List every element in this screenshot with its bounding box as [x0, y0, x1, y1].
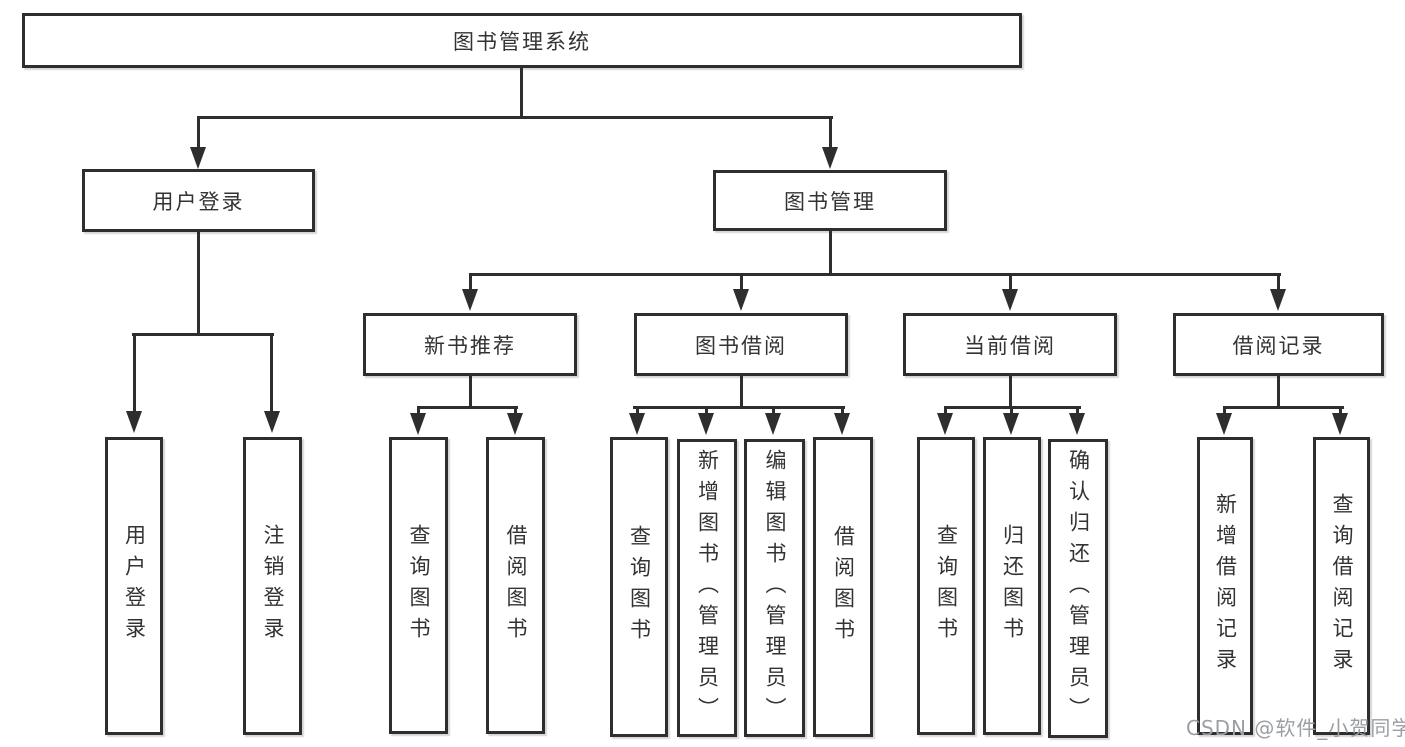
leaf-borrow-add-books-admin-label: 新增图书（管理员） — [695, 448, 720, 728]
arrowhead — [126, 411, 142, 433]
leaf-borrow-edit-books-admin-label: 编辑图书（管理员） — [763, 448, 787, 728]
connector-borrow-stem — [740, 376, 743, 408]
leaf-records-add-record: 新增借阅记录 — [1197, 437, 1253, 735]
arrowhead — [1216, 413, 1232, 435]
connector-login-horizontal — [132, 333, 274, 336]
arrowhead — [834, 413, 850, 435]
connector-recommend-stem — [469, 376, 472, 408]
node-current-borrowing-label: 当前借阅 — [964, 333, 1056, 358]
connector-leaf-stem — [841, 406, 844, 416]
node-borrowing-records-label: 借阅记录 — [1232, 333, 1325, 358]
node-book-management-label: 图书管理 — [784, 189, 876, 214]
node-user-login: 用户登录 — [82, 169, 315, 232]
leaf-current-return-books-label: 归还图书 — [1000, 524, 1025, 648]
connector-leaf-stem — [1223, 406, 1226, 416]
arrowhead — [410, 413, 426, 435]
arrowhead — [698, 413, 714, 435]
arrowhead — [190, 147, 206, 169]
leaf-recommend-query-books: 查询图书 — [389, 437, 448, 734]
connector-level3-stem — [1009, 273, 1012, 291]
connector-leaf-stem — [514, 406, 517, 416]
leaf-current-confirm-return-admin-label: 确认归还（管理员） — [1066, 449, 1091, 728]
arrowhead — [822, 147, 838, 169]
leaf-records-query-record-label: 查询借阅记录 — [1330, 493, 1354, 679]
node-root-label: 图书管理系统 — [453, 29, 591, 54]
arrowhead — [1003, 413, 1019, 435]
connector-records-stem — [1277, 376, 1280, 408]
leaf-borrow-edit-books-admin: 编辑图书（管理员） — [744, 439, 805, 737]
connector-level3-stem — [740, 273, 743, 291]
connector-level3-stem — [469, 273, 472, 291]
connector-root-stem — [520, 68, 523, 118]
connector-leaf-stem — [772, 406, 775, 416]
leaf-recommend-borrow-books-label: 借阅图书 — [504, 523, 528, 648]
node-user-login-label: 用户登录 — [152, 189, 245, 214]
leaf-user-login-label: 用户登录 — [122, 524, 147, 648]
arrowhead — [1002, 289, 1018, 311]
node-book-management: 图书管理 — [713, 170, 947, 231]
leaf-recommend-borrow-books: 借阅图书 — [486, 437, 545, 734]
node-current-borrowing: 当前借阅 — [903, 313, 1117, 376]
leaf-current-confirm-return-admin: 确认归还（管理员） — [1048, 439, 1108, 738]
node-root: 图书管理系统 — [22, 13, 1022, 68]
connector-leaf-stem — [1076, 406, 1079, 416]
connector-management-stem — [829, 231, 832, 275]
leaf-logout-label: 注销登录 — [261, 524, 285, 648]
node-new-book-recommendation-label: 新书推荐 — [424, 333, 516, 358]
leaf-current-query-books-label: 查询图书 — [934, 524, 959, 648]
arrowhead — [1270, 289, 1286, 311]
connector-level2-stem-right — [829, 116, 832, 150]
leaf-borrow-query-books: 查询图书 — [610, 437, 668, 737]
leaf-borrow-query-books-label: 查询图书 — [627, 525, 652, 649]
node-borrowing-records: 借阅记录 — [1173, 313, 1384, 376]
connector-leaf-stem — [944, 406, 947, 416]
leaf-recommend-query-books-label: 查询图书 — [407, 523, 431, 648]
connector-leaf-stem — [1010, 406, 1013, 416]
leaf-borrow-add-books-admin: 新增图书（管理员） — [677, 439, 737, 737]
leaf-current-return-books: 归还图书 — [983, 437, 1041, 735]
connector-login-leaf-stem — [270, 333, 273, 411]
connector-leaf-stem — [636, 406, 639, 416]
connector-recommend-horizontal — [417, 406, 518, 409]
connector-leaf-stem — [705, 406, 708, 416]
arrowhead — [937, 413, 953, 435]
connector-level3-horizontal — [469, 273, 1281, 276]
connector-borrow-horizontal — [633, 406, 845, 409]
connector-login-leaf-stem — [133, 333, 136, 411]
node-new-book-recommendation: 新书推荐 — [363, 313, 577, 376]
connector-records-horizontal — [1223, 406, 1344, 409]
leaf-records-add-record-label: 新增借阅记录 — [1213, 493, 1238, 679]
connector-leaf-stem — [417, 406, 420, 416]
connector-login-stem — [197, 232, 200, 336]
arrowhead — [507, 413, 523, 435]
watermark: CSDN @软件_小贺同学 — [1186, 716, 1405, 740]
node-book-borrowing: 图书借阅 — [634, 313, 848, 376]
arrowhead — [1332, 413, 1348, 435]
node-book-borrowing-label: 图书借阅 — [695, 333, 787, 358]
connector-level2-stem-left — [197, 116, 200, 150]
arrowhead — [765, 413, 781, 435]
arrowhead — [733, 289, 749, 311]
leaf-user-login: 用户登录 — [105, 437, 163, 735]
arrowhead — [462, 289, 478, 311]
connector-level2-horizontal — [197, 116, 833, 119]
connector-leaf-stem — [1339, 406, 1342, 416]
connector-level3-stem — [1277, 273, 1280, 291]
arrowhead — [264, 411, 280, 433]
leaf-borrow-borrow-books-label: 借阅图书 — [831, 525, 856, 649]
leaf-records-query-record: 查询借阅记录 — [1313, 437, 1370, 735]
arrowhead — [1069, 413, 1085, 435]
connector-current-stem — [1009, 376, 1012, 408]
leaf-logout: 注销登录 — [243, 437, 302, 735]
leaf-current-query-books: 查询图书 — [917, 437, 975, 735]
leaf-borrow-borrow-books: 借阅图书 — [813, 437, 873, 737]
arrowhead — [629, 413, 645, 435]
